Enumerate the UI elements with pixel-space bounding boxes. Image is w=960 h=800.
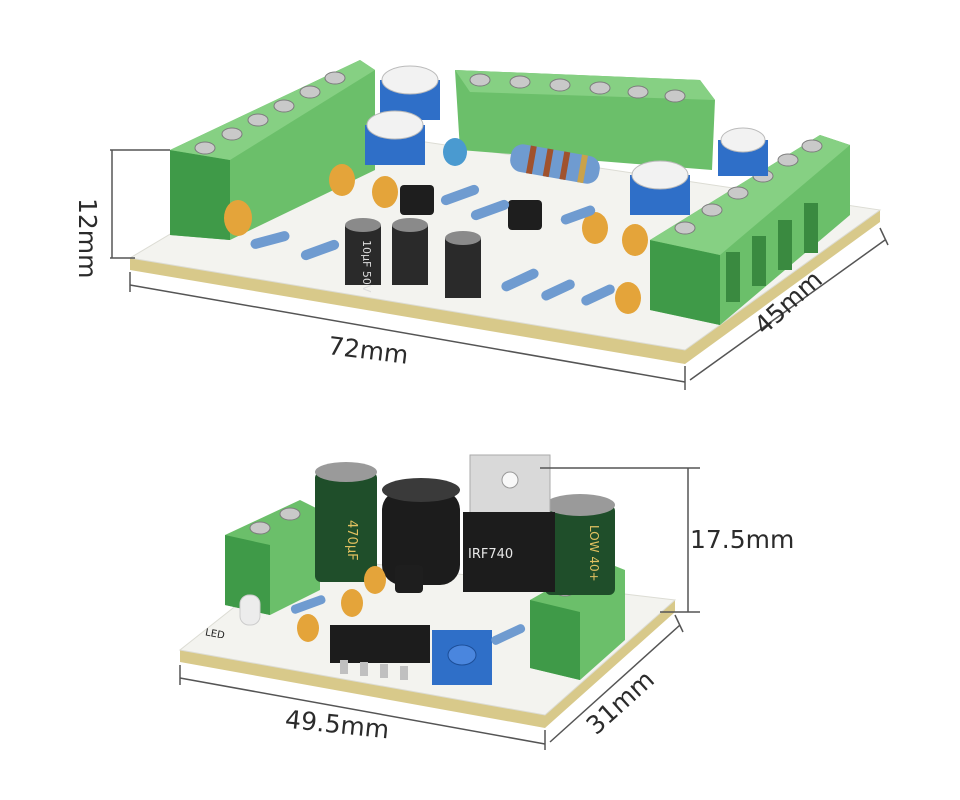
small-trimmer-potentiometer [432, 630, 492, 685]
large-small-resistors [250, 184, 615, 306]
small-board-edge [180, 600, 675, 728]
small-led [239, 594, 261, 626]
small-transistor [395, 565, 423, 593]
large-power-resistor [510, 144, 600, 184]
marking-cap-large: 10µF 50V [360, 240, 373, 293]
small-board-dimension-lines [179, 467, 700, 750]
large-electrolytic-capacitors [345, 218, 481, 298]
marking-mosfet: IRF740 [468, 547, 514, 562]
small-left-terminal-block [225, 500, 320, 615]
marking-cap-small-right: LOW 40+ [587, 525, 601, 582]
small-resistors [290, 595, 526, 645]
small-inductor [382, 478, 460, 585]
small-mosfet [463, 454, 555, 592]
small-electrolytic-capacitors [315, 462, 615, 595]
large-right-terminal-block [650, 135, 850, 325]
large-circuit-board [128, 60, 882, 364]
large-board-dimension-lines [110, 149, 889, 390]
marking-cap-small-left: 470µF [344, 520, 359, 561]
large-board-edge [130, 210, 880, 364]
small-ic-chip [330, 625, 430, 680]
small-circuit-board [178, 454, 677, 728]
small-ceramic-capacitors [297, 566, 386, 642]
large-blue-capacitor [443, 138, 467, 166]
label-height-large: 12mm [73, 198, 102, 279]
large-left-terminal-block [170, 60, 375, 240]
label-height-small: 17.5mm [690, 525, 795, 554]
large-transistors [400, 185, 542, 230]
large-trimmer-potentiometers [365, 65, 768, 215]
large-ceramic-capacitors [224, 164, 648, 314]
